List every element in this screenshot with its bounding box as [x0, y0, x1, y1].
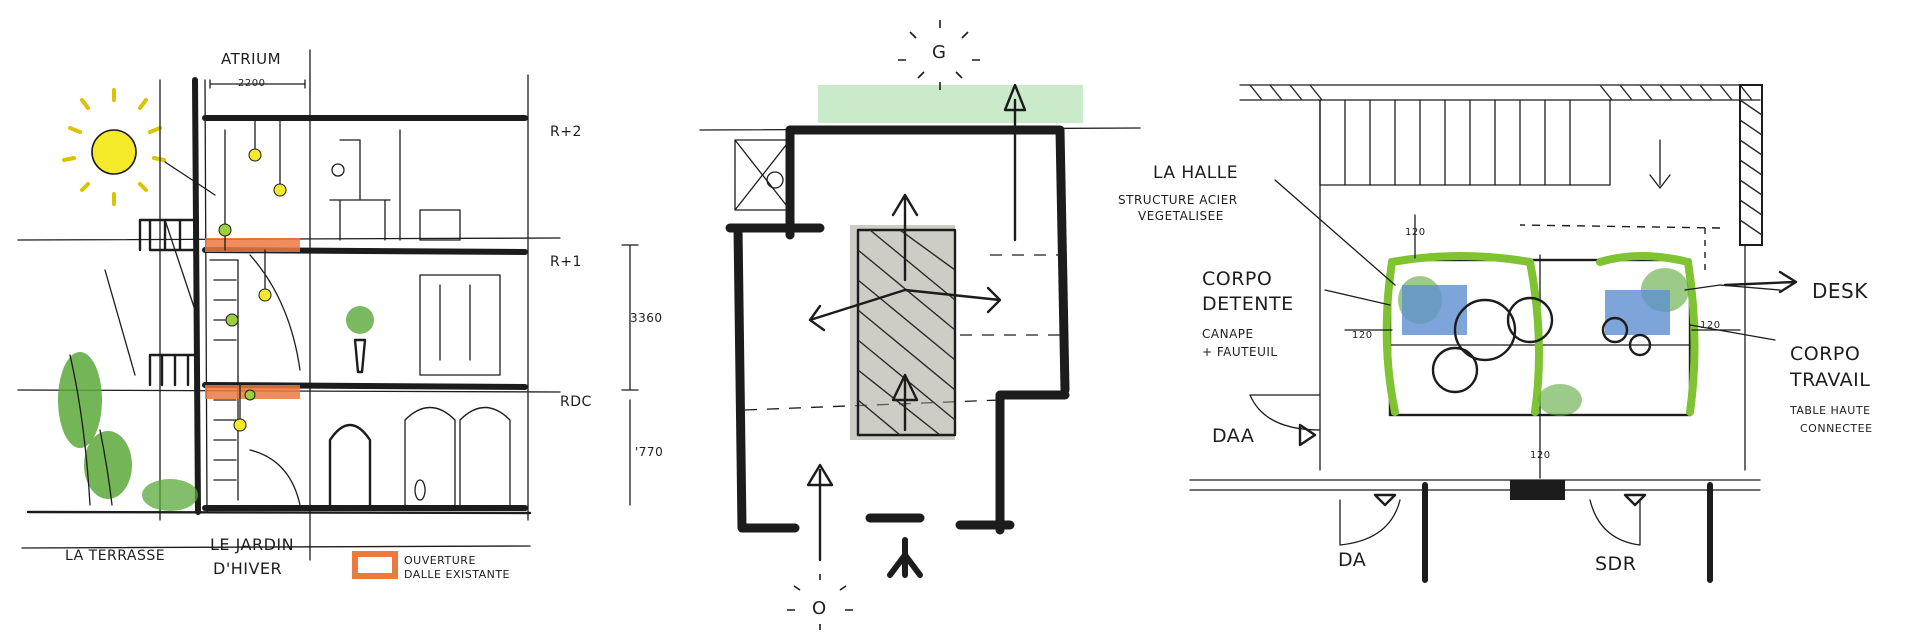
plan-wall-north-east — [785, 125, 1070, 395]
label-atrium-dim: 2200 — [238, 78, 265, 89]
plan-wall-north-west — [725, 125, 825, 240]
label-table-2: CONNECTEE — [1800, 422, 1873, 435]
label-da: DA — [1338, 549, 1366, 571]
label-dim-top: 120 — [1405, 227, 1426, 238]
desk-arrow — [1723, 270, 1798, 294]
label-corpo-detente-1: CORPO — [1202, 268, 1272, 290]
label-table-1: TABLE HAUTE — [1789, 404, 1871, 417]
label-north: G — [932, 42, 946, 63]
south-sun-icon: O — [787, 574, 853, 630]
label-canape-2: + FAUTEUIL — [1202, 345, 1278, 359]
label-desk: DESK — [1812, 279, 1868, 303]
dashed-arrow — [1519, 224, 1721, 229]
potted-plant — [346, 306, 374, 374]
hanging-plants — [218, 117, 287, 432]
leader-lines — [1274, 179, 1781, 341]
label-baseline — [21, 545, 531, 549]
stair-box — [734, 139, 791, 211]
label-level-r1: R+1 — [550, 254, 582, 270]
label-legend-2: DALLE EXISTANTE — [404, 568, 510, 581]
green-wash — [818, 85, 1083, 123]
label-level-r2: R+2 — [550, 124, 582, 140]
label-daa: DAA — [1212, 425, 1254, 447]
label-jardin-1: LE JARDIN — [210, 535, 294, 554]
layout-plan-sketch: LA HALLE STRUCTURE ACIER VEGETALISEE COR… — [1118, 84, 1873, 583]
door-sdr — [1589, 499, 1641, 546]
label-dim-upper: 3360 — [630, 311, 663, 325]
label-legend-1: OUVERTURE — [404, 554, 476, 567]
label-atrium: ATRIUM — [221, 50, 281, 68]
label-jardin-2: D'HIVER — [213, 559, 282, 578]
label-dim-lower: '770 — [635, 445, 663, 459]
label-sdr: SDR — [1595, 553, 1636, 575]
high-table — [1605, 290, 1670, 335]
balcony-lower — [148, 353, 198, 387]
wall-east-hatched — [1739, 84, 1763, 246]
sun-ray-arrow — [164, 161, 216, 196]
label-level-rdc: RDC — [560, 394, 592, 410]
balcony-upper — [138, 218, 198, 252]
north-sun-icon: G — [898, 20, 980, 90]
opening-r1 — [205, 238, 300, 252]
label-terrasse: LA TERRASSE — [65, 548, 165, 564]
plan-wall-west — [733, 223, 800, 533]
legend-swatch — [352, 551, 398, 579]
person-figure — [414, 479, 426, 501]
door-da — [1339, 499, 1401, 546]
interior-furniture — [329, 129, 461, 241]
layout-stair — [1319, 99, 1611, 186]
atrium-outline — [856, 228, 957, 437]
label-dim-bottom: 120 — [1530, 450, 1551, 461]
atrium-wash — [850, 225, 955, 440]
sun-ray-arrow — [164, 219, 196, 311]
label-halle-3: VEGETALISEE — [1138, 209, 1224, 223]
label-halle-2: STRUCTURE ACIER — [1118, 193, 1238, 207]
window-r1 — [419, 274, 501, 376]
ground-line — [26, 510, 532, 515]
orientation-plan-sketch: G O — [699, 20, 1141, 630]
plan-wall-south — [865, 513, 1015, 530]
sofa — [1402, 285, 1467, 335]
label-corpo-travail-2: TRAVAIL — [1789, 369, 1870, 391]
arched-door — [328, 423, 372, 507]
section-sketch: ATRIUM 2200 R+2 R+1 RDC 3360 '770 LA TER… — [17, 49, 663, 581]
facade-wall — [192, 77, 201, 515]
dimension-lines — [1344, 214, 1741, 479]
dashed-lines — [744, 254, 1060, 411]
label-dim-left: 120 — [1352, 330, 1373, 341]
wall-hatch-top — [1249, 84, 1753, 101]
label-dim-right: 120 — [1700, 320, 1721, 331]
label-corpo-detente-2: DETENTE — [1202, 293, 1294, 315]
dimension-atrium — [209, 79, 306, 89]
dimension-vertical — [621, 244, 639, 506]
label-south: O — [812, 598, 827, 619]
door-daa — [1249, 394, 1321, 431]
layout-wall-block — [1510, 480, 1565, 500]
label-corpo-travail-1: CORPO — [1790, 343, 1860, 365]
armchair — [1453, 298, 1517, 362]
layout-wall-lower — [1422, 482, 1713, 583]
sun-ray-arrow — [104, 269, 136, 376]
label-canape-1: CANAPE — [1202, 327, 1254, 341]
terrace-foliage — [58, 352, 198, 511]
label-halle-1: LA HALLE — [1153, 163, 1238, 183]
plan-wall-south-east — [995, 390, 1070, 535]
orientation-arrows — [806, 83, 1027, 578]
sun-icon — [62, 88, 166, 206]
stair — [209, 259, 239, 501]
arched-windows — [404, 406, 511, 506]
